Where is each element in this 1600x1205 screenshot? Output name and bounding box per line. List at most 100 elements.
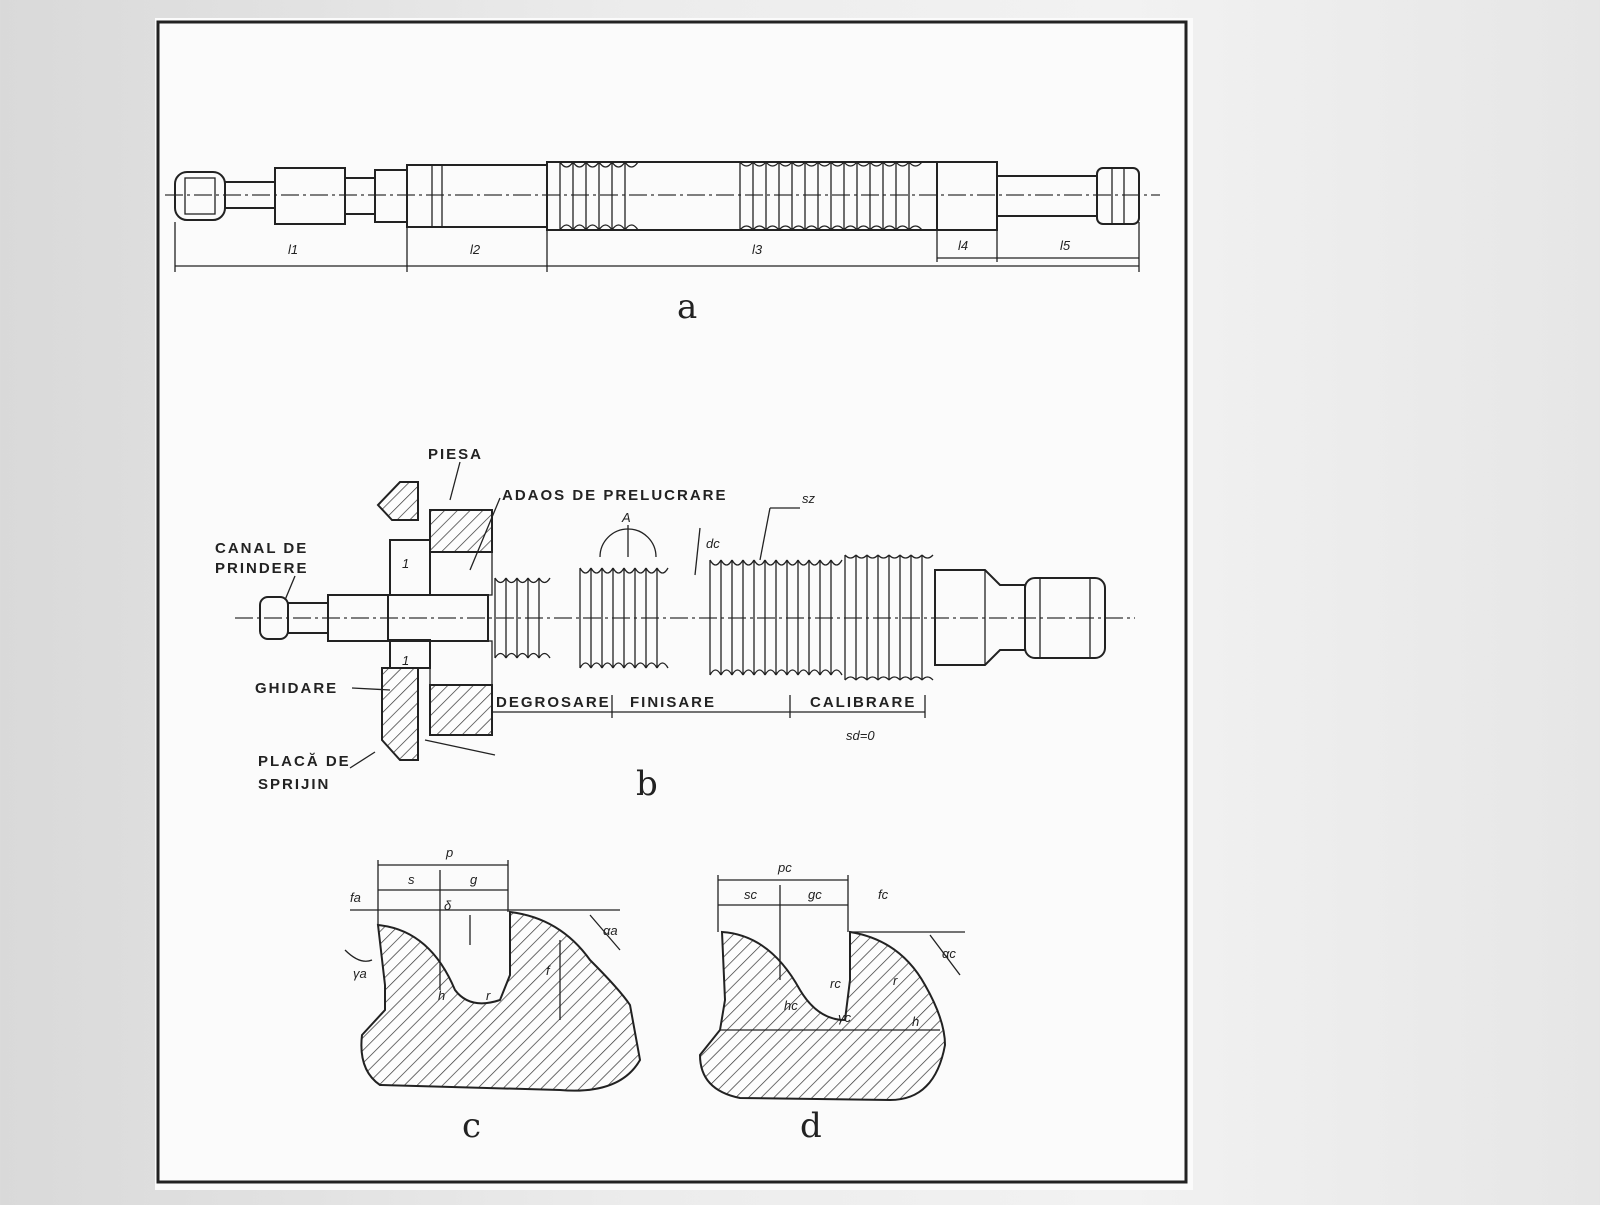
caption-c: c bbox=[462, 1106, 481, 1146]
tooth bbox=[765, 161, 780, 231]
tooth bbox=[579, 567, 592, 669]
label-finisare: FINISARE bbox=[630, 694, 716, 711]
label-adaos-de-prelucrare: ADAOS DE PRELUCRARE bbox=[502, 487, 728, 504]
tooth bbox=[877, 554, 890, 681]
label-tag-1: 1 bbox=[402, 556, 409, 571]
label-s: s bbox=[408, 872, 415, 887]
label-gc: gc bbox=[808, 887, 822, 902]
tooth bbox=[601, 567, 614, 669]
tooth bbox=[611, 161, 626, 231]
tooth bbox=[797, 559, 810, 676]
label-ghidare: GHIDARE bbox=[255, 680, 338, 697]
tooth bbox=[753, 559, 766, 676]
broach-teeth-b bbox=[494, 554, 934, 681]
tooth bbox=[538, 577, 551, 659]
tooth bbox=[786, 559, 799, 676]
tooth bbox=[888, 554, 901, 681]
label-ya: γa bbox=[353, 966, 367, 981]
tooth bbox=[895, 161, 910, 231]
label-degrosare: DEGROSARE bbox=[496, 694, 611, 711]
label-sd: sd=0 bbox=[846, 728, 875, 743]
tooth bbox=[899, 554, 912, 681]
tooth bbox=[791, 161, 806, 231]
workpiece-top bbox=[429, 509, 493, 553]
tooth bbox=[908, 161, 923, 231]
tooth bbox=[494, 577, 507, 659]
dim-l3: l3 bbox=[752, 242, 763, 257]
tooth bbox=[527, 577, 540, 659]
tooth bbox=[585, 161, 600, 231]
tooth bbox=[817, 161, 832, 231]
tooth bbox=[856, 161, 871, 231]
tooth bbox=[742, 559, 755, 676]
label-a: A bbox=[621, 510, 631, 525]
tooth bbox=[598, 161, 613, 231]
tooth bbox=[590, 567, 603, 669]
support-plate-bottom bbox=[381, 667, 419, 761]
label-placa-de: PLACĂ DE bbox=[258, 753, 351, 770]
tooth-section-c bbox=[360, 910, 642, 1092]
label-rc: rc bbox=[830, 976, 841, 991]
tooth bbox=[623, 567, 636, 669]
label-p: p bbox=[445, 845, 453, 860]
label-ac: αc bbox=[942, 946, 956, 961]
label-fc: fc bbox=[878, 887, 889, 902]
tooth bbox=[559, 161, 574, 231]
tooth bbox=[634, 567, 647, 669]
label-delta: δ bbox=[444, 898, 452, 913]
figure-frame bbox=[156, 20, 1188, 1184]
tooth-section-d bbox=[698, 930, 947, 1102]
label-fa: fa bbox=[350, 890, 361, 905]
support-plate-top bbox=[376, 481, 419, 521]
tooth bbox=[775, 559, 788, 676]
tooth bbox=[709, 559, 722, 676]
figure-c-tooth-profile: p s g fa γa αa f h r δ c bbox=[344, 845, 642, 1146]
tooth bbox=[731, 559, 744, 676]
dim-l5: l5 bbox=[1060, 238, 1071, 253]
tooth bbox=[866, 554, 879, 681]
label-sz: sz bbox=[802, 491, 816, 506]
tooth bbox=[830, 559, 843, 676]
tooth bbox=[843, 161, 858, 231]
figure-b-broaching-setup: PIESA ADAOS DE PRELUCRARE CANAL DE PRIND… bbox=[215, 446, 1135, 804]
tooth bbox=[739, 161, 754, 231]
label-tag-2: 1 bbox=[402, 653, 409, 668]
dim-l1: l1 bbox=[288, 242, 298, 257]
label-prindere: PRINDERE bbox=[215, 560, 309, 577]
tooth bbox=[855, 554, 868, 681]
tooth bbox=[505, 577, 518, 659]
label-aa: αa bbox=[603, 923, 618, 938]
tooth bbox=[572, 161, 587, 231]
broach-teeth-a bbox=[559, 161, 923, 231]
label-sprijin: SPRIJIN bbox=[258, 776, 330, 793]
figure-a-broach: l1 l2 l3 l4 l5 a bbox=[165, 161, 1160, 327]
label-dc: dc bbox=[706, 536, 720, 551]
label-yc: γc bbox=[838, 1010, 852, 1025]
tooth bbox=[612, 567, 625, 669]
caption-a: a bbox=[677, 287, 697, 327]
tooth bbox=[910, 554, 923, 681]
label-hc: hc bbox=[784, 998, 798, 1013]
label-piesa: PIESA bbox=[428, 446, 483, 463]
label-h: h bbox=[438, 988, 445, 1003]
tooth bbox=[921, 554, 934, 681]
tooth bbox=[844, 554, 857, 681]
label-pc: pc bbox=[777, 860, 792, 875]
label-hh: h bbox=[912, 1014, 919, 1029]
dim-l2: l2 bbox=[470, 242, 481, 257]
label-r: r bbox=[486, 988, 491, 1003]
caption-d: d bbox=[800, 1106, 822, 1146]
tooth bbox=[764, 559, 777, 676]
tooth bbox=[720, 559, 733, 676]
label-r2: r bbox=[893, 973, 898, 988]
tooth bbox=[656, 567, 669, 669]
tooth bbox=[830, 161, 845, 231]
label-g: g bbox=[470, 872, 478, 887]
tooth bbox=[752, 161, 767, 231]
tooth bbox=[624, 161, 639, 231]
figure-d-calibration-tooth: pc sc gc fc αc rc hc γc r h d bbox=[698, 860, 965, 1146]
workpiece-bottom bbox=[429, 684, 493, 736]
tooth bbox=[808, 559, 821, 676]
